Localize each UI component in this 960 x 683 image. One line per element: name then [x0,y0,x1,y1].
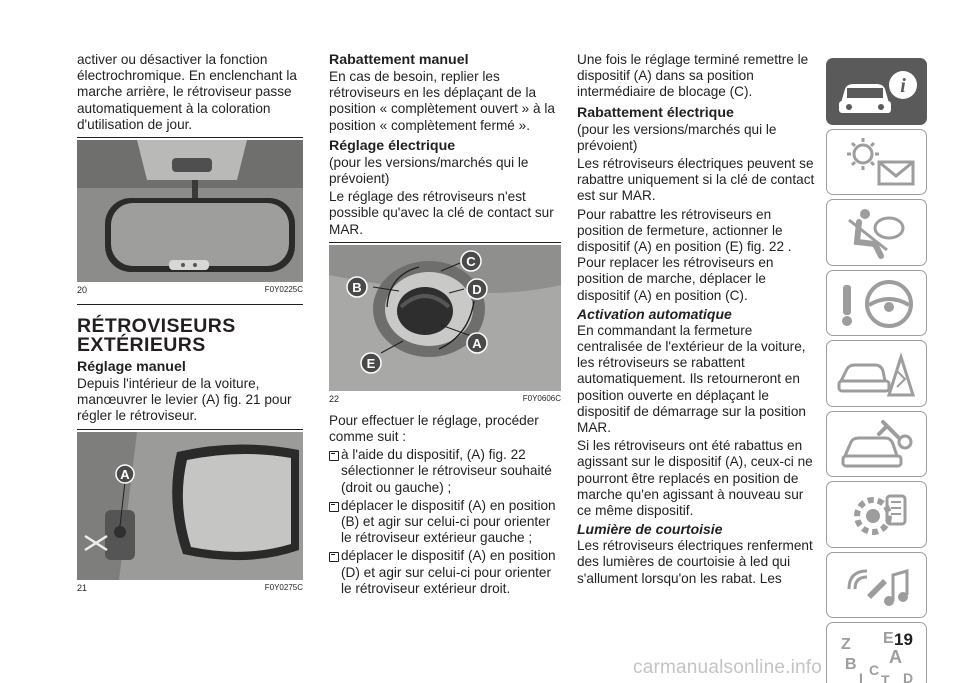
index-az-icon: Z E B A I C T D [841,630,913,683]
figure-code: F0Y0275C [264,582,303,592]
electric-adjust-heading: Réglage électrique [329,137,456,154]
tab-warning-lights[interactable] [826,128,927,195]
figure-code: F0Y0606C [522,393,561,403]
auto-activation-heading: Activation automatique [577,305,732,322]
figure-20-rearview-mirror [77,140,303,283]
fig21-label-a: A [120,467,130,482]
figure-20-caption: 20 F0Y0225C [77,284,303,296]
index-letter: T [881,672,890,683]
procedure-step: déplacer le dispositif (A) en position (… [329,498,561,547]
manual-fold-text: En cas de besoin, replier les rétroviseu… [329,69,555,133]
column-2: Rabattement manuel En cas de besoin, rep… [329,52,561,599]
reset-paragraph: Une fois le réglage terminé remettre le … [577,52,809,100]
column-1: activer ou désactiver la fonction électr… [77,52,303,602]
page-number: 19 [894,630,913,649]
tab-car-info[interactable]: i [826,58,927,125]
section-rule [77,304,303,306]
mirror-control-illustration: A B C D E [329,244,561,391]
index-letter: A [889,647,902,667]
figure-rule [329,241,561,243]
airbag-seat-icon [848,209,905,259]
car-crash-icon [837,352,916,397]
tab-emergency[interactable] [826,340,927,407]
index-letter: Z [841,636,851,653]
courtesy-light-heading: Lumière de courtoisie [577,521,723,538]
figure-22-mirror-control: A B C D E [329,244,561,391]
electric-fold-text: Les rétroviseurs électriques peuvent se … [577,156,815,204]
figure-code: F0Y0225C [264,285,303,295]
procedure-intro: Pour effectuer le réglage, procéder comm… [329,412,539,445]
index-letter: C [869,662,879,678]
tab-index[interactable]: Z E B A I C T D [826,622,927,683]
electric-adjust-text: Le réglage des rétroviseurs n'est possib… [329,189,554,237]
fig22-label-c: C [466,254,476,269]
index-letter: B [845,656,857,673]
watermark: carmanualsonline.info [633,657,823,678]
rearview-mirror-illustration [77,140,303,283]
fig22-label-a: A [472,336,482,351]
procedure-step: à l'aide du dispositif, (A) fig. 22 séle… [329,447,561,496]
fig22-label-b: B [352,280,361,295]
courtesy-light-text: Les rétroviseurs électriques renferment … [577,538,813,586]
fig22-label-e: E [367,356,376,371]
figure-number: 21 [77,582,88,593]
column-3: Une fois le réglage terminé remettre le … [577,52,821,589]
figure-22-caption: 22 F0Y0606C [329,393,561,405]
figure-number: 22 [329,393,340,404]
tab-technical-data[interactable] [826,481,927,548]
electric-fold-text-2: Pour rabattre les rétroviseurs en positi… [577,206,792,303]
electric-fold-heading: Rabattement électrique [577,104,734,121]
section-title: RÉTROVISEURS EXTÉRIEURS [77,315,236,357]
auto-activation-text-2: Si les rétroviseurs ont été rabattus en … [577,438,813,519]
side-mirror-illustration: A [77,431,303,580]
electric-fold-note: (pour les versions/marchés qui le prévoi… [577,121,777,153]
index-letter: I [859,670,863,683]
multimedia-icon [847,568,909,606]
tab-safety[interactable] [826,199,927,266]
auto-activation-text: En commandant la fermeture centralisée d… [577,322,806,436]
svg-text:i: i [900,75,906,97]
figure-rule [77,137,303,139]
intro-paragraph: activer ou désactiver la fonction électr… [77,52,297,132]
steering-wheel-icon [842,279,913,328]
index-letter: D [903,670,913,683]
car-info-icon: i [839,71,917,113]
warning-lights-icon [847,137,915,185]
figure-21-side-mirror: A [77,431,303,580]
procedure-step: déplacer le dispositif (A) en position (… [329,548,561,597]
electric-adjust-note: (pour les versions/marchés qui le prévoi… [329,154,529,187]
car-maintenance-icon [841,419,913,467]
manual-adjust-text: Depuis l'intérieur de la voiture, manœuv… [77,376,292,424]
tab-maintenance[interactable] [826,410,927,477]
manual-adjust-heading: Réglage manuel [77,359,186,376]
chapter-tabs: i [826,58,927,683]
figure-number: 20 [77,285,88,296]
figure-21-caption: 21 F0Y0275C [77,582,303,594]
tab-driving[interactable] [826,269,927,336]
fig22-label-d: D [472,282,481,297]
tab-multimedia[interactable] [826,551,927,618]
manual-fold-heading: Rabattement manuel [329,52,469,68]
figure-rule [77,428,303,430]
index-letter: E [883,630,894,647]
technical-data-icon [854,494,907,535]
